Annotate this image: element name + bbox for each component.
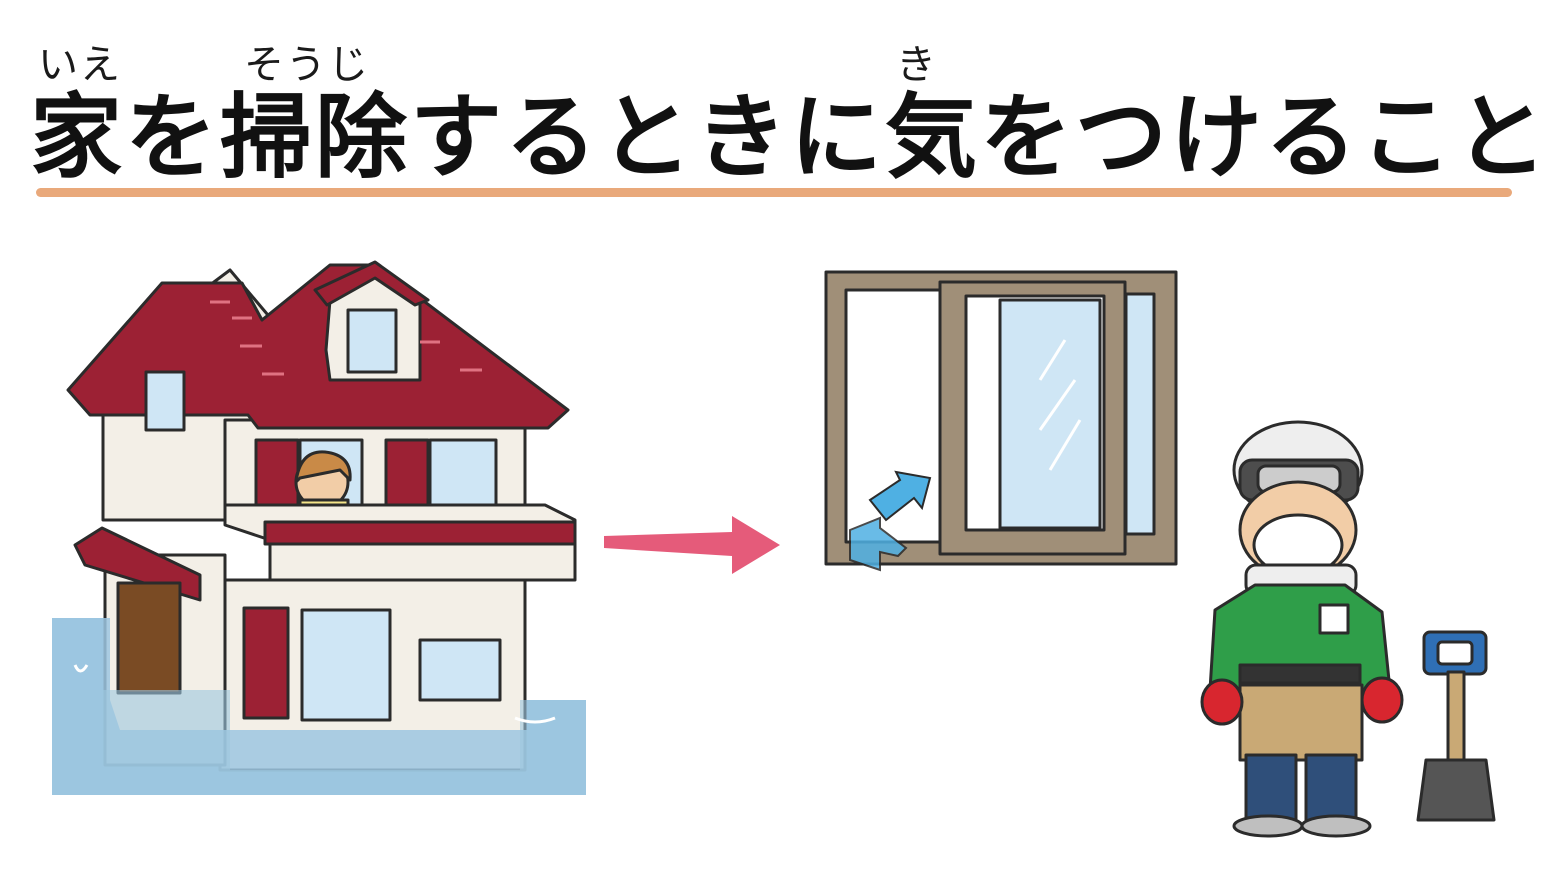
- cleanup-worker-icon: [1200, 420, 1404, 838]
- arrow-right-icon: [604, 516, 780, 574]
- furigana-ki: き: [896, 42, 938, 88]
- airflow-arrows-icon: [849, 470, 932, 572]
- shovel-icon: [1416, 630, 1496, 822]
- furigana-souji: そうじ: [244, 42, 370, 88]
- page-title: 家を掃除するときに気をつけること: [30, 84, 1551, 191]
- title-underline: [36, 188, 1512, 197]
- furigana-ie: いえ: [38, 42, 122, 88]
- flooded-house-icon: [52, 260, 586, 795]
